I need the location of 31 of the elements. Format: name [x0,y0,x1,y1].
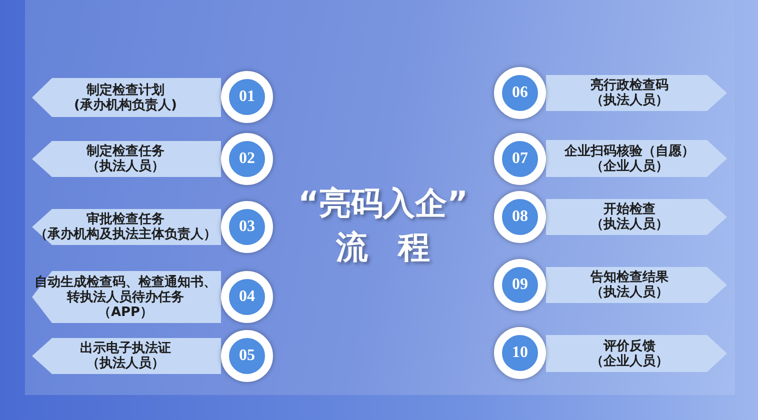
step-title: 开始检查 [604,202,656,217]
step-banner [546,335,727,372]
step-banner [32,141,221,177]
step-role: （承办机构及执法主体负责人） [34,227,216,242]
step-banner [546,140,727,177]
step-title: 制定检查计划 [86,82,164,98]
step-title: 告知检查结果 [590,270,668,285]
step-role: （APP） [98,304,154,320]
step-banner [546,75,727,111]
diagram-title: “亮码入企”流 程 [296,183,470,268]
step-banner [32,338,221,374]
step-role: （执法人员） [590,93,668,108]
step-title: 自动生成检查码、检查通知书、转执法人员待办任务 [34,274,217,304]
step-banner [546,199,727,235]
step-role: （执法人员） [590,217,668,232]
step-role: （执法人员） [86,159,164,174]
step-banner [32,78,221,117]
step-role: (承办机构负责人) [74,98,177,112]
step-role: （企业人员） [590,158,668,174]
step-role: （执法人员） [86,356,164,371]
step-banner [32,271,221,323]
step-title: 出示电子执法证 [80,341,171,356]
step-title: 制定检查任务 [86,144,164,159]
step-role: （企业人员） [590,354,668,368]
step-title: 企业扫码核验（自愿） [564,144,694,158]
step-title: 亮行政检查码 [590,78,668,93]
step-title: 审批检查任务 [86,212,164,227]
step-title: 评价反馈 [604,338,656,354]
step-banner [546,267,727,303]
step-role: （执法人员） [590,285,668,300]
step-banner [32,209,221,245]
